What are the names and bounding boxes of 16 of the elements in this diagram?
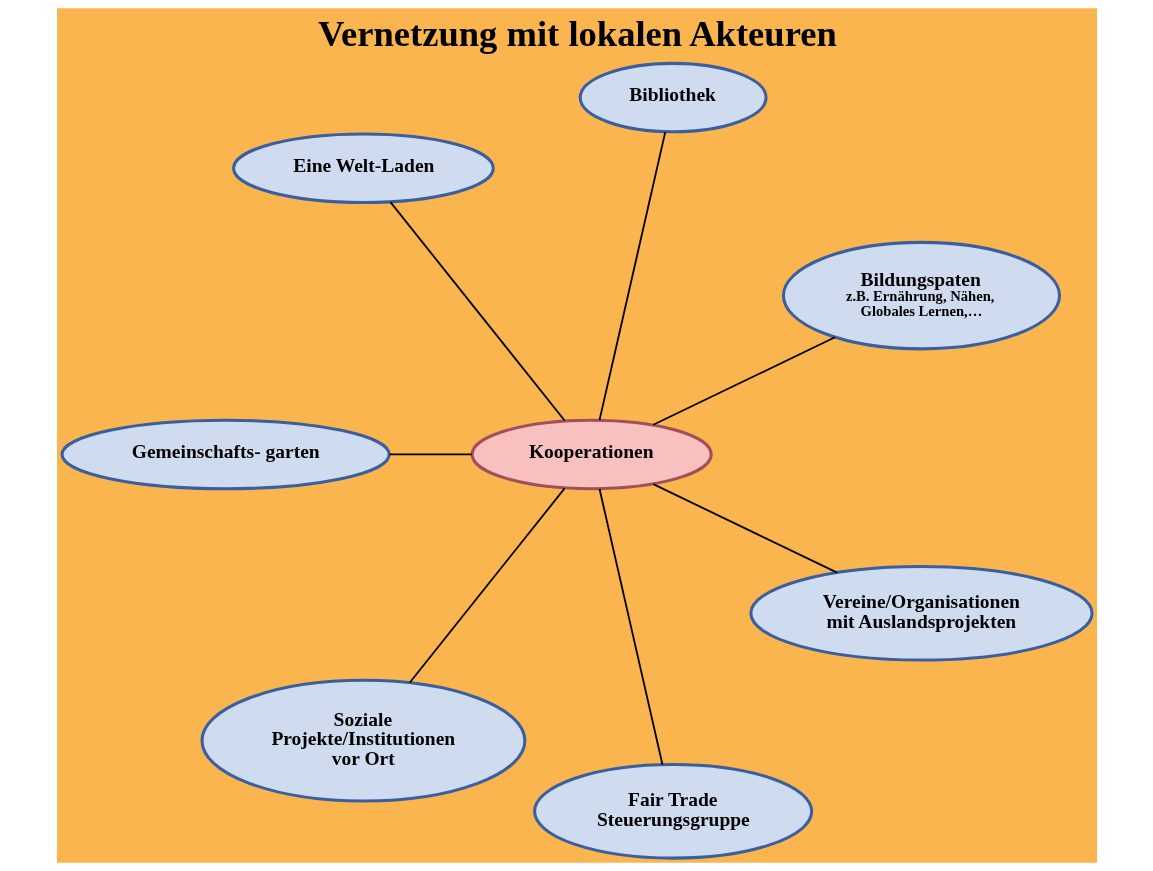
node-ellipse: Vereine/Organisationen mit Auslandsprojekten [748,565,1094,662]
connector [389,201,565,422]
node-ellipse: Bildungspaten z.B. Ernährung, Nähen, Globales Lernen,… [781,240,1061,351]
diagram-title: Vernetzung mit lokalen Akteuren [317,13,837,55]
node-ellipse: Kooperationen [470,418,713,491]
connector [598,488,663,766]
node-ellipse: Soziale Projekte/Institutionen vor Ort [199,678,526,803]
node-ellipse: Gemeinschafts- garten [60,418,391,491]
connector [651,336,836,426]
node-ellipse: Bibliothek [578,61,768,134]
connector [651,483,838,574]
connector [408,487,565,684]
node-ellipse: Eine Welt-Laden [231,132,495,204]
connector [388,453,473,456]
node-ellipse: Fair Trade Steuerungsgruppe [532,763,813,860]
connector [598,131,666,421]
